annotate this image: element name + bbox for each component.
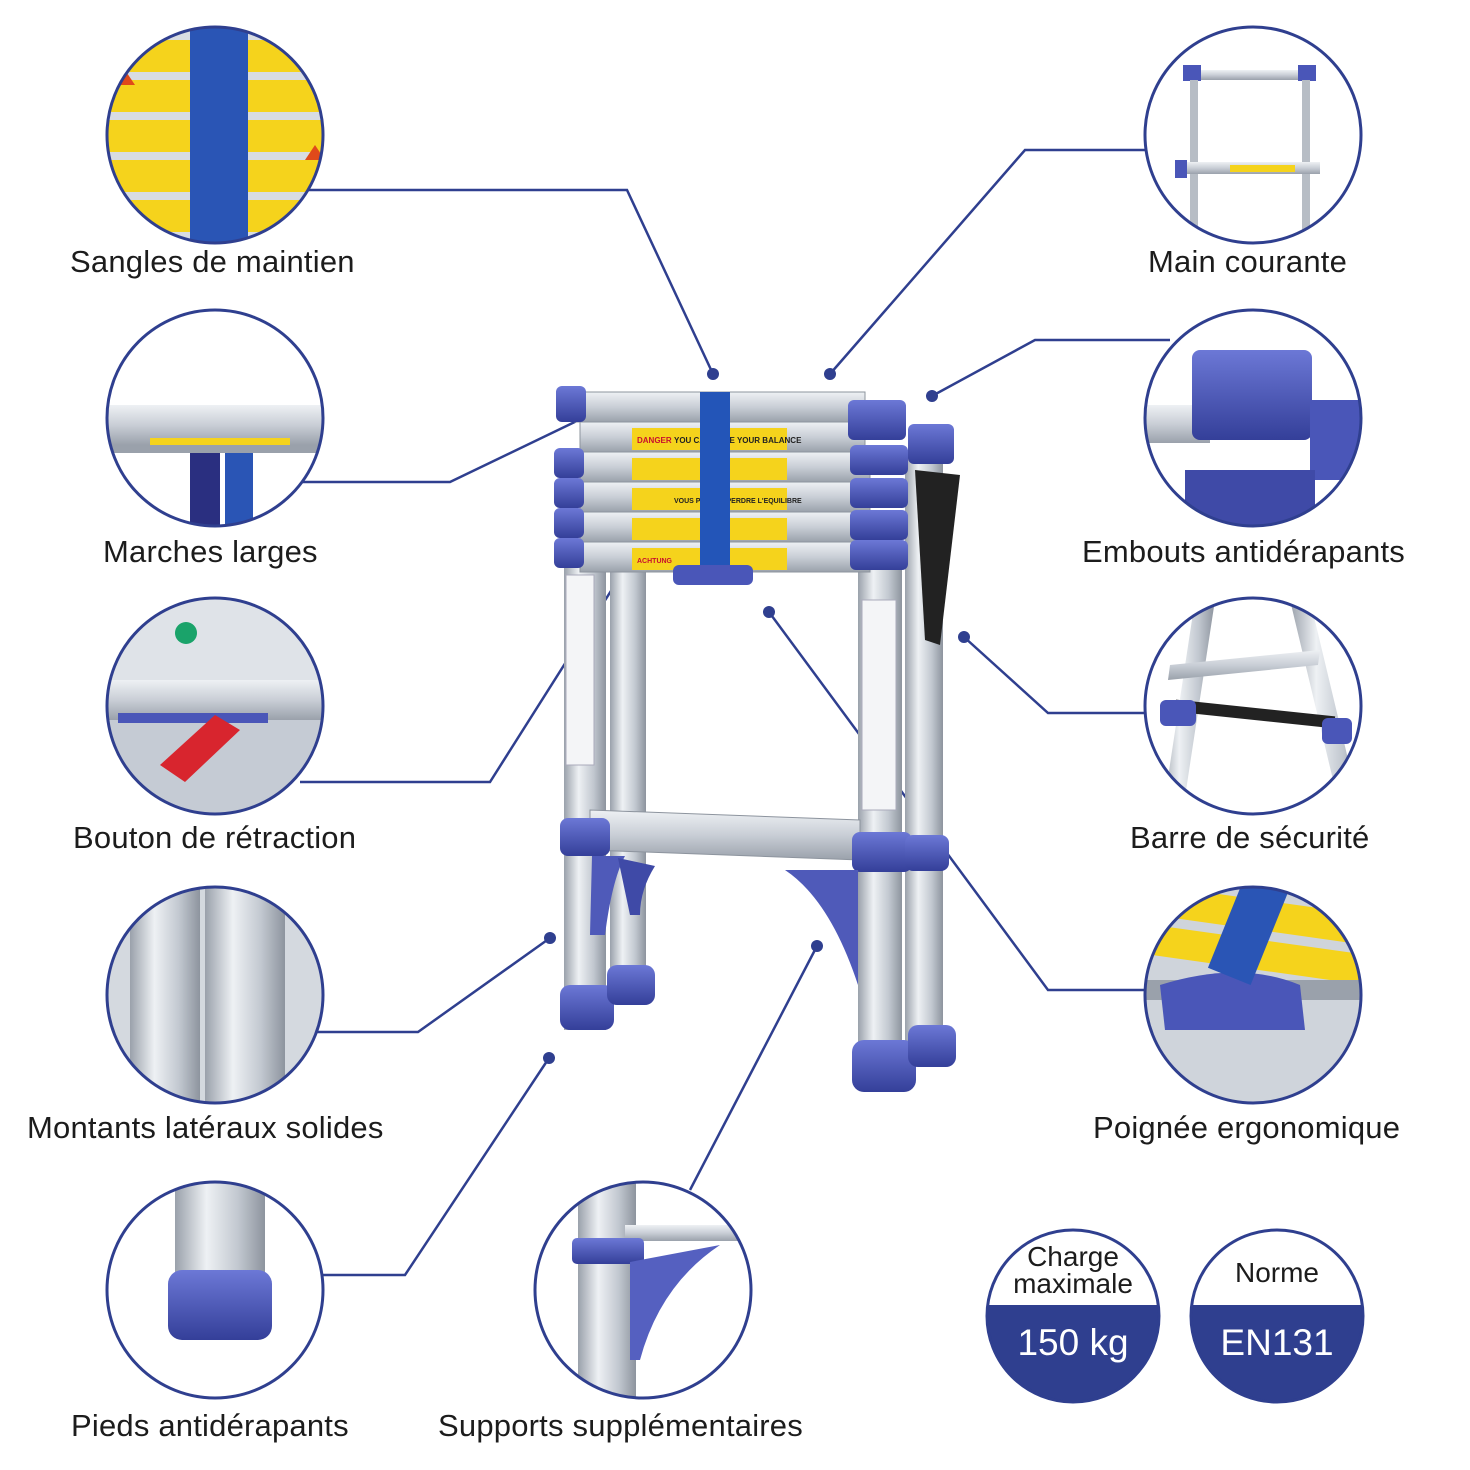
label-embouts-antiderapants: Embouts antidérapants — [1082, 534, 1406, 569]
sticker-achtung: ACHTUNG — [637, 558, 673, 565]
detail-circle-pieds — [107, 1182, 323, 1398]
label-supports-supplementaires: Supports supplémentaires — [438, 1408, 803, 1443]
charge-label-line1: Charge — [1027, 1241, 1119, 1272]
norme-label: Norme — [1234, 1257, 1319, 1288]
detail-circle-montants — [107, 887, 323, 1103]
sticker-balance-en: YOU CAN LOSE YOUR BALANCE — [674, 436, 802, 445]
label-bouton-de-retraction: Bouton de rétraction — [73, 820, 357, 855]
connector-dots — [543, 368, 970, 1064]
detail-circle-supports — [535, 1182, 751, 1398]
ladder-main: DANGER YOU CAN LOSE YOUR BALANCE VOUS PO… — [554, 386, 960, 1092]
label-marches-larges: Marches larges — [103, 534, 318, 569]
label-sangles-de-maintien: Sangles de maintien — [70, 244, 355, 279]
sticker-danger: DANGER — [637, 436, 672, 445]
charge-value: 150 kg — [1017, 1322, 1129, 1363]
detail-circle-sangles — [107, 27, 323, 243]
charge-label-line2: maximale — [1013, 1268, 1133, 1299]
label-pieds-antiderapants: Pieds antidérapants — [71, 1408, 349, 1443]
label-main-courante: Main courante — [1148, 244, 1348, 279]
detail-circle-embouts — [1145, 310, 1361, 526]
sticker-balance-fr: VOUS POUVEZ PERDRE L'EQUILIBRE — [674, 498, 802, 505]
detail-circle-barre — [1145, 598, 1361, 814]
detail-circle-marches — [107, 310, 323, 526]
detail-circle-poignee — [1145, 887, 1361, 1103]
detail-circle-bouton — [107, 598, 323, 814]
label-poignee-ergonomique: Poignée ergonomique — [1093, 1110, 1401, 1145]
detail-circle-main-courante — [1145, 27, 1361, 243]
label-montants-lateraux: Montants latéraux solides — [27, 1110, 384, 1145]
connector-lines — [295, 148, 1170, 1277]
norme-value: EN131 — [1220, 1322, 1334, 1363]
label-barre-de-securite: Barre de sécurité — [1130, 820, 1370, 855]
